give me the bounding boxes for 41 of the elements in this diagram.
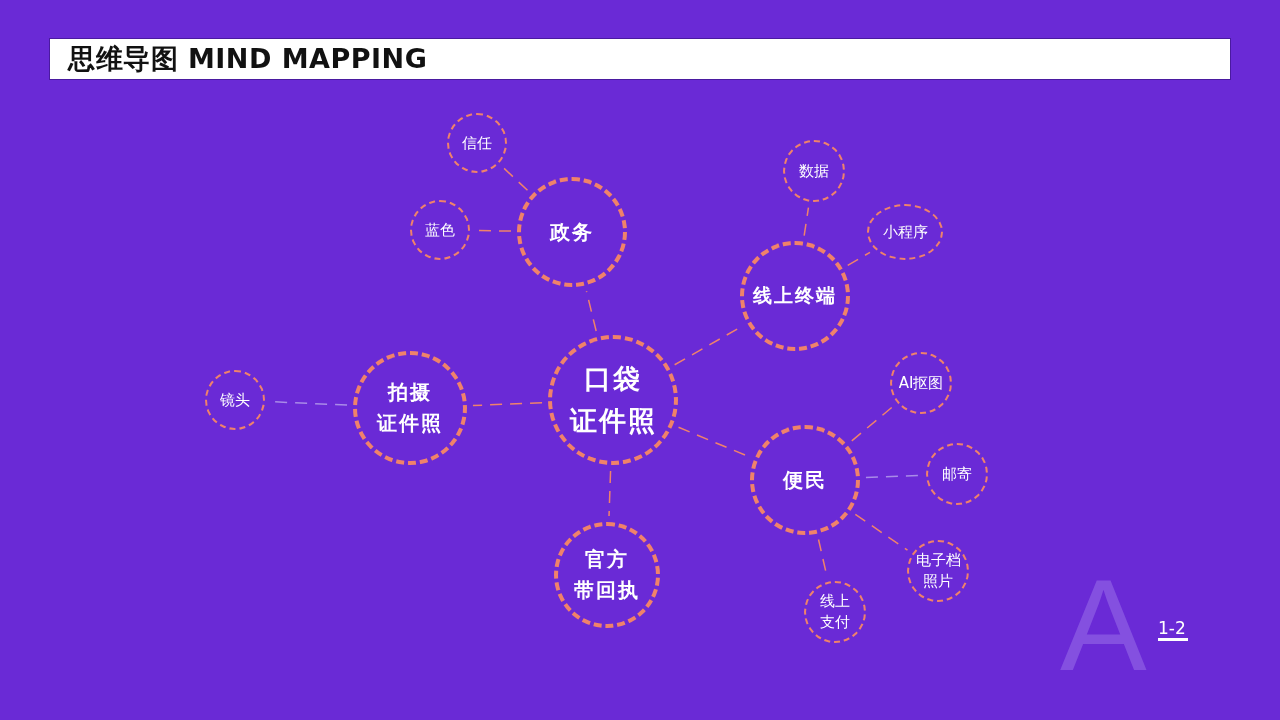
subtopic-circle [783,140,845,202]
node-label: 小程序 [882,221,928,243]
subtopic-circle [867,204,943,260]
subtopic-circle [804,581,866,643]
node-label: 便民 [783,466,827,494]
connector-line [865,474,921,479]
topic-circle [740,241,850,351]
topic-circle [554,522,660,628]
subtopic-circle [410,200,470,260]
connector-line [847,251,871,267]
subtopic-circle [926,443,988,505]
connector-line [585,290,597,332]
topic-circle [548,335,678,465]
node-label: 政务 [550,218,594,246]
subtopic-circle [447,113,507,173]
node-label: AI抠图 [898,372,944,394]
topic-circle [517,177,627,287]
node-label: 镜头 [220,389,250,411]
node-label: 信任 [462,132,492,154]
connector-line [803,206,810,237]
subtopic-circle [205,370,265,430]
subtopic-circle [907,540,969,602]
connector-line [854,513,909,551]
node-label: 官方带回执 [574,546,640,604]
node-label: 数据 [799,160,829,182]
node-label: 邮寄 [942,463,972,485]
connector-line [608,470,612,517]
node-label: 线上终端 [753,283,837,309]
topic-circle [750,425,860,535]
connector-line [472,402,543,407]
connector-line [502,166,529,192]
node-label: 线上支付 [820,591,850,633]
subtopic-circle [890,352,952,414]
page-number: 1-2 [1158,618,1188,642]
node-label: 蓝色 [425,219,455,241]
connector-line [851,406,894,442]
node-label: 拍摄证件照 [377,379,443,437]
node-label: 电子档照片 [915,550,961,592]
title: 思维导图 MIND MAPPING [68,42,428,76]
node-label: 口袋证件照 [569,362,657,438]
topic-circle [353,351,467,465]
